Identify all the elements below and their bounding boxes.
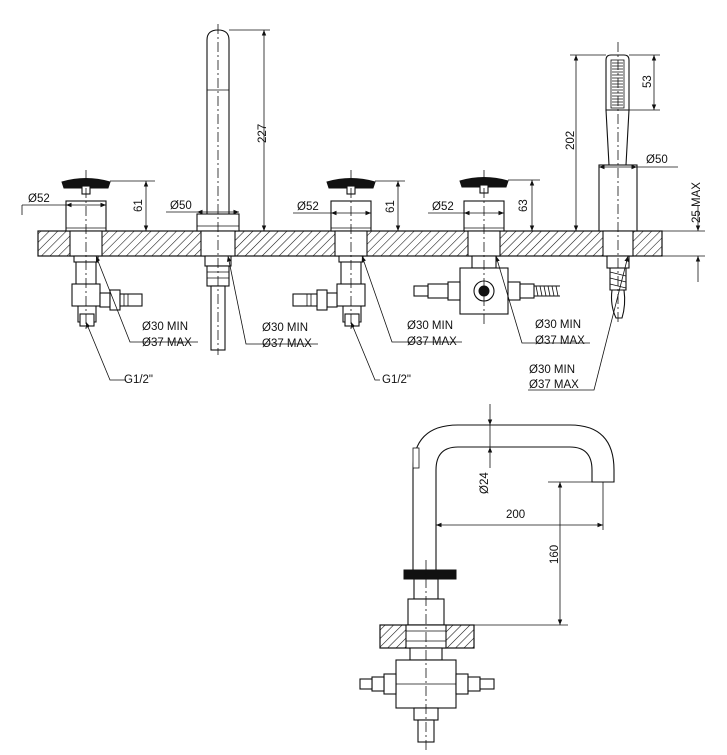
dim-min-left: Ø30 MIN xyxy=(142,321,188,333)
dim-min-diverter: Ø30 MIN xyxy=(535,319,581,331)
dim-h227: 227 xyxy=(257,124,269,143)
valve-middle xyxy=(292,170,376,330)
dim-max-middle: Ø37 MAX xyxy=(407,336,457,348)
dim-max-spout: Ø37 MAX xyxy=(262,338,312,350)
dim-d52-left: Ø52 xyxy=(28,193,50,205)
dim-thread-left: G1/2" xyxy=(124,374,153,386)
dim-h25max: 25 MAX xyxy=(691,182,703,223)
dim-h202: 202 xyxy=(565,131,577,150)
dim-d52-middle: Ø52 xyxy=(297,201,319,213)
dim-d50-spout: Ø50 xyxy=(170,200,192,212)
dim-min-shower: Ø30 MIN xyxy=(529,364,575,376)
dimensions-bottom: Ø24 200 160 xyxy=(436,404,604,626)
dim-h61-left: 61 xyxy=(133,199,145,212)
dim-w200: 200 xyxy=(506,509,525,521)
dim-h63: 63 xyxy=(518,199,530,212)
dim-d50-shower: Ø50 xyxy=(646,154,668,166)
spout-tall xyxy=(196,24,240,355)
dim-d24: Ø24 xyxy=(479,472,491,494)
dim-max-left: Ø37 MAX xyxy=(142,337,192,349)
dim-thread-middle: G1/2" xyxy=(382,374,411,386)
dim-h160: 160 xyxy=(549,545,561,564)
hand-shower xyxy=(598,42,638,325)
valve-left xyxy=(61,170,143,330)
spout-side-view xyxy=(359,424,615,750)
dim-h61-middle: 61 xyxy=(385,200,397,213)
dim-min-middle: Ø30 MIN xyxy=(407,320,453,332)
dim-min-spout: Ø30 MIN xyxy=(262,322,308,334)
dim-h53: 53 xyxy=(642,75,654,88)
dim-d52-diverter: Ø52 xyxy=(432,201,454,213)
dimensions-top: Ø52 61 Ø50 227 Ø52 61 Ø52 63 202 xyxy=(21,29,705,391)
diverter xyxy=(413,170,560,325)
dim-max-shower: Ø37 MAX xyxy=(529,379,579,391)
dim-max-diverter: Ø37 MAX xyxy=(535,335,585,347)
